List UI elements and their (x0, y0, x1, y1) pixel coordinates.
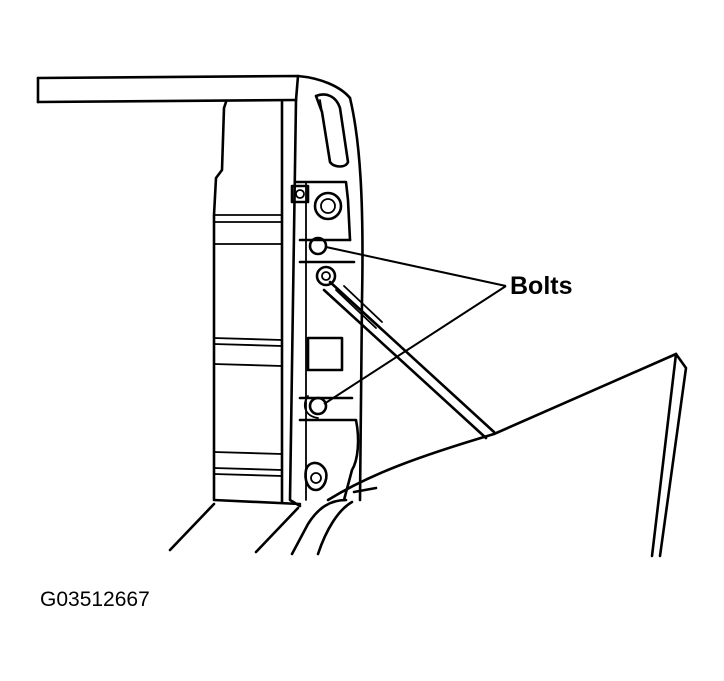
tailgate (326, 352, 688, 558)
figure-id: G03512667 (40, 588, 150, 611)
bolts-leader-lines (323, 246, 507, 405)
bed-floor-lines (168, 498, 354, 556)
lower-fitting-icon (304, 461, 328, 492)
bolt-set (303, 191, 343, 492)
corner-pillar (288, 93, 364, 508)
bolt-lower-icon (303, 395, 328, 419)
bolts-callout-label: Bolts (510, 272, 573, 300)
bolt-upper-icon (308, 236, 328, 256)
bed-top-rail (36, 74, 352, 104)
cable-anchor-icon (315, 265, 337, 287)
upper-fitting-icon (313, 191, 343, 221)
support-cable (322, 280, 496, 440)
bed-side-panel (212, 100, 302, 506)
